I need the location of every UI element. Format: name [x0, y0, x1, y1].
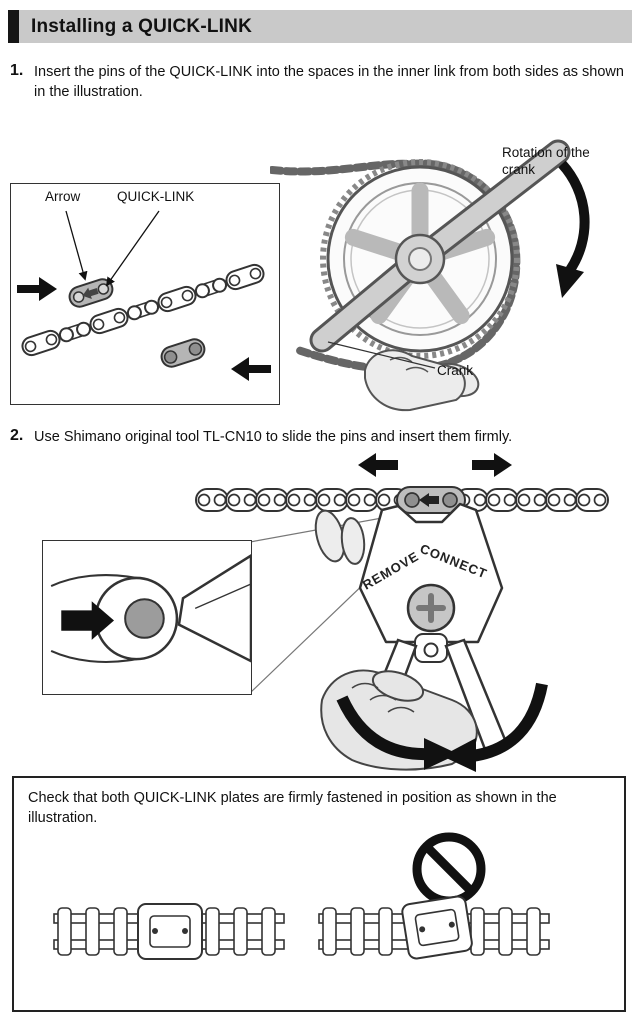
figure-step1: Arrow QUICK-LINK Rotation of the crank C…	[0, 112, 640, 420]
squeeze-arrow-right-icon	[442, 682, 548, 772]
step-2: 2. Use Shimano original tool TL-CN10 to …	[10, 427, 628, 448]
quick-link-plate	[68, 278, 114, 308]
section-header: Installing a QUICK-LINK	[8, 10, 632, 43]
header-accent-bar	[8, 10, 19, 43]
chainring-teeth	[320, 159, 520, 359]
insert-arrow-right-icon	[231, 357, 271, 381]
label-rotation: Rotation of the crank	[502, 145, 590, 177]
step-1-text: Insert the pins of the QUICK-LINK into t…	[34, 64, 624, 100]
crank-arm-lower	[309, 257, 419, 353]
chain-side-wrong	[318, 895, 550, 960]
crank-illustration	[270, 139, 590, 412]
caution-box: Check that both QUICK-LINK plates are fi…	[12, 776, 626, 1012]
slide-arrow-right-icon	[472, 453, 512, 477]
quick-link-closeup	[17, 210, 271, 381]
chain-pin	[124, 598, 165, 639]
tool-illustration: REMOVE CONNECT	[195, 453, 609, 772]
chain-check-illustration	[53, 832, 550, 960]
pivot-screw	[406, 583, 456, 633]
step-1: 1. Insert the pins of the QUICK-LINK int…	[10, 62, 628, 102]
chain-side-correct	[53, 903, 285, 960]
step-1-number: 1.	[10, 62, 24, 79]
crank-leader-line	[327, 341, 436, 369]
label-arrow: Arrow	[45, 189, 81, 204]
tool-tip-wedge	[177, 554, 251, 663]
label-quick-link: QUICK-LINK	[117, 189, 195, 204]
tool-head	[358, 502, 504, 644]
engraved-arrow-icon	[82, 287, 99, 300]
chain-diagonal	[19, 261, 267, 359]
step-2-text: Use Shimano original tool TL-CN10 to sli…	[34, 429, 513, 445]
slide-direction-arrow-icon	[419, 493, 439, 507]
yoke-hole	[423, 642, 439, 658]
crank-arm-upper	[422, 139, 571, 260]
prohibition-icon	[412, 832, 486, 906]
push-arrow-icon	[61, 601, 115, 640]
squeeze-arrow-left-icon	[336, 695, 458, 770]
insert-arrow-left-icon	[17, 277, 57, 301]
holding-fingers	[314, 509, 366, 565]
page-title: Installing a QUICK-LINK	[31, 15, 252, 37]
plate-edges	[50, 574, 137, 663]
quicklink-label-leader	[105, 210, 160, 287]
pin-closeup	[50, 554, 251, 663]
arrow-label-leader	[65, 210, 88, 281]
rotation-arrow-icon	[556, 160, 590, 298]
hand-finger-lines	[389, 356, 429, 373]
label-crank: Crank	[437, 363, 474, 378]
quick-link-on-chain	[396, 486, 466, 514]
hands	[364, 349, 480, 412]
figure-step2: REMOVE CONNECT	[0, 448, 640, 773]
quick-link-plate-detached	[160, 338, 206, 368]
slide-arrow-left-icon	[358, 453, 398, 477]
inset-detail-box-2	[42, 540, 252, 695]
inset-detail-box-1: Arrow QUICK-LINK	[10, 183, 280, 405]
step-2-number: 2.	[10, 427, 24, 444]
note-text: Check that both QUICK-LINK plates are fi…	[28, 790, 557, 827]
